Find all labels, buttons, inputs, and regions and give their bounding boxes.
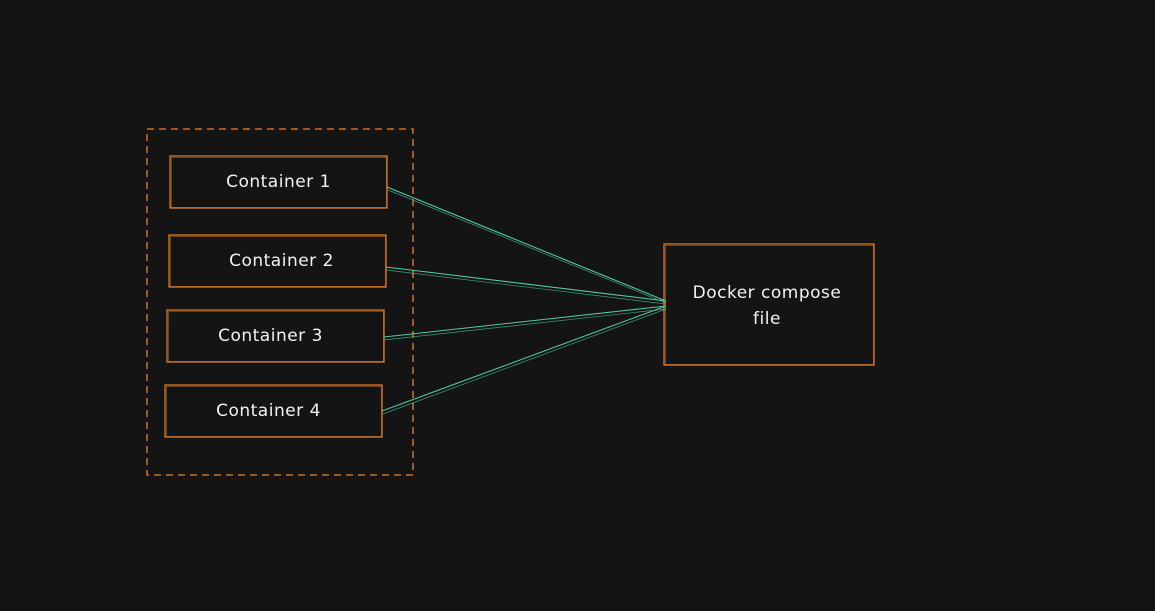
container-1-label: Container 1 — [226, 172, 331, 192]
diagram-background-panel — [138, 120, 883, 512]
containers-group-boundary — [146, 128, 414, 476]
container-box-2[interactable] — [168, 234, 387, 288]
container-4-label: Container 4 — [216, 401, 321, 421]
connector-container-4 — [381, 305, 667, 415]
container-box-1[interactable] — [169, 155, 388, 209]
connector-container-2 — [385, 266, 667, 305]
container-box-3[interactable] — [166, 309, 385, 363]
connector-container-1 — [386, 186, 667, 304]
docker-compose-file-label: Docker compose file — [692, 283, 842, 329]
docker-compose-box[interactable] — [663, 243, 875, 366]
container-3-label: Container 3 — [218, 326, 323, 346]
container-2-label: Container 2 — [229, 251, 334, 271]
connector-container-3 — [383, 305, 667, 341]
